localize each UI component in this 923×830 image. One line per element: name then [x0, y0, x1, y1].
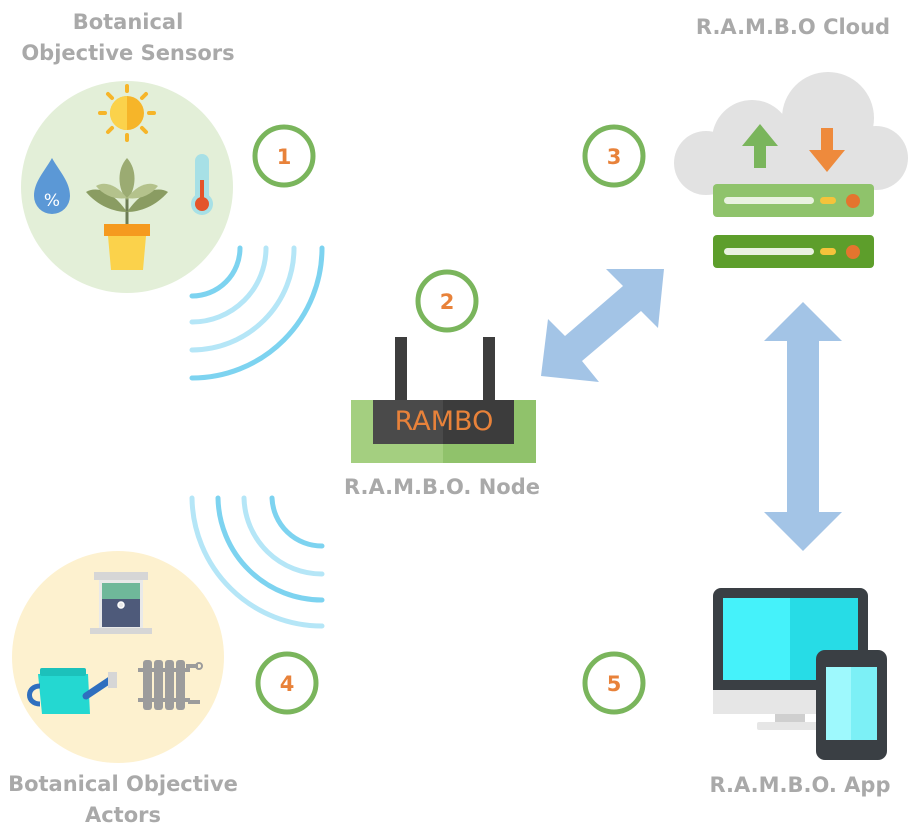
download-arrow-icon — [809, 128, 845, 172]
actors-label-line2: Actors — [85, 803, 161, 827]
app-label: R.A.M.B.O. App — [709, 773, 890, 797]
svg-text:1: 1 — [277, 145, 292, 169]
svg-text:2: 2 — [440, 290, 455, 314]
actors-group — [12, 551, 224, 763]
sensors-label-line2: Objective Sensors — [21, 41, 234, 65]
svg-text:4: 4 — [280, 672, 295, 696]
cloud-shape — [674, 72, 908, 195]
watering-can-icon — [27, 668, 117, 714]
window-icon — [90, 572, 152, 634]
actors-label-line1: Botanical Objective — [8, 772, 238, 796]
droplet-icon: % — [34, 158, 70, 214]
step-marker-2: 2 — [415, 269, 479, 333]
sensors-signal-waves — [189, 245, 325, 381]
radiator-icon — [138, 660, 203, 710]
router-icon: RAMBO — [351, 337, 536, 463]
node-cloud-double-arrow — [541, 269, 664, 382]
cloud-server-icon — [674, 72, 908, 268]
sun-icon — [98, 84, 156, 142]
step-marker-5: 5 — [582, 651, 646, 715]
actors-signal-waves — [189, 495, 325, 629]
router-brand-text: RAMBO — [395, 406, 494, 437]
sensors-group: % — [21, 81, 233, 293]
svg-text:5: 5 — [607, 672, 622, 696]
node-label: R.A.M.B.O. Node — [344, 475, 540, 499]
cloud-app-double-arrow — [764, 302, 842, 551]
thermometer-icon — [191, 154, 213, 215]
step-marker-1: 1 — [252, 124, 316, 188]
phone-icon — [816, 650, 887, 760]
svg-text:3: 3 — [607, 145, 622, 169]
svg-text:%: % — [44, 191, 60, 211]
upload-arrow-icon — [742, 124, 778, 168]
step-marker-3: 3 — [582, 124, 646, 188]
plant-icon — [86, 158, 168, 270]
sensors-label-line1: Botanical — [73, 10, 184, 34]
cloud-label: R.A.M.B.O Cloud — [696, 15, 890, 39]
step-marker-4: 4 — [255, 651, 319, 715]
